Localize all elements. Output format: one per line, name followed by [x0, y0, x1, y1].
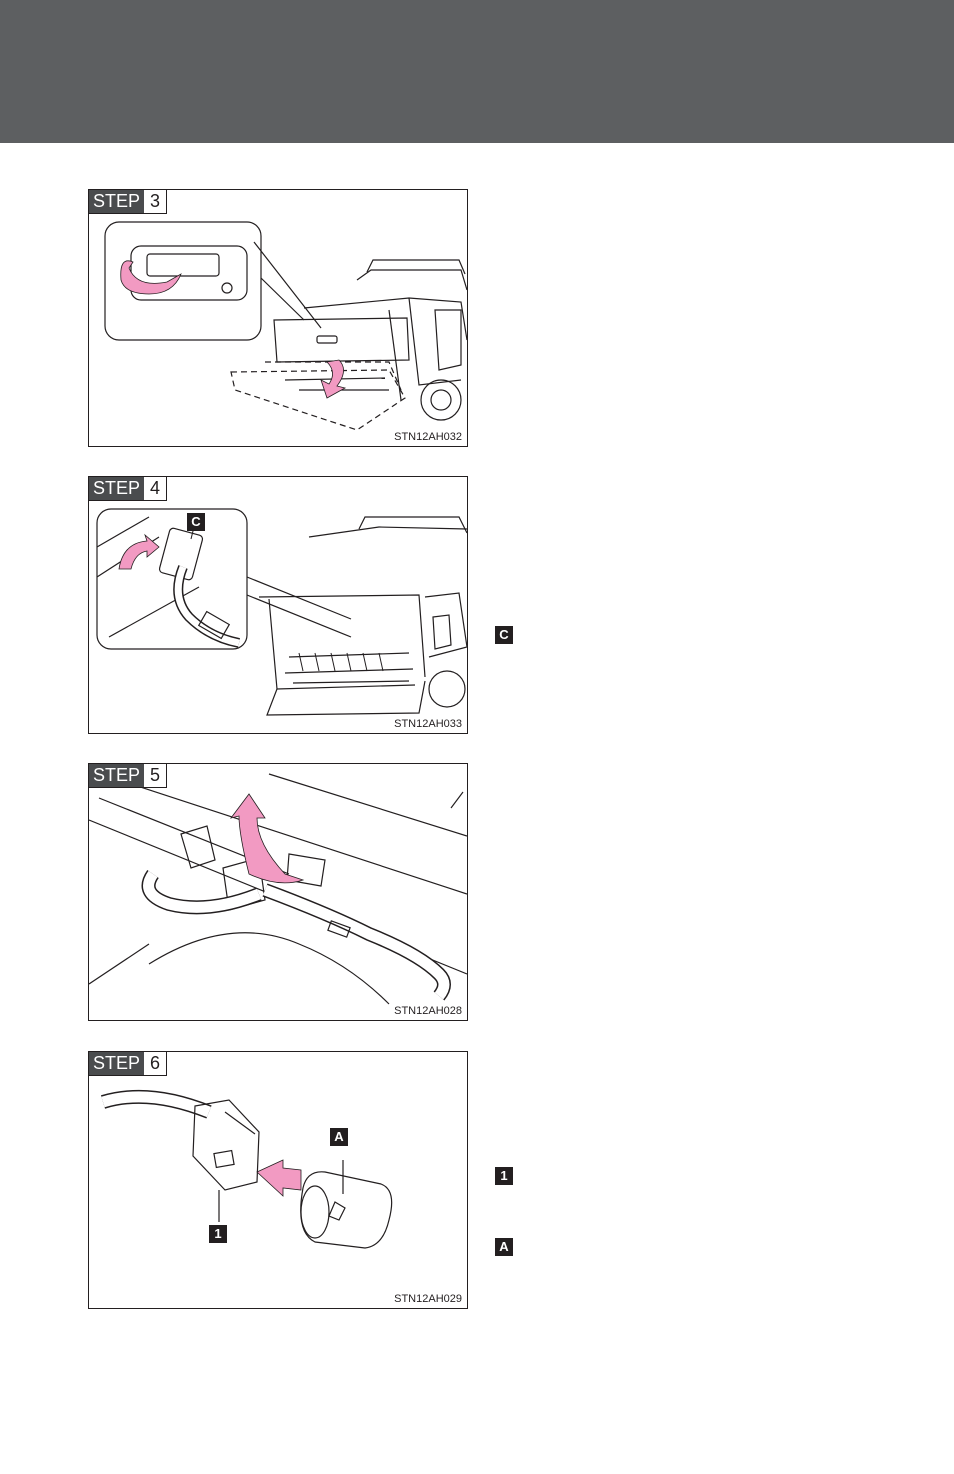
connector-cover-illustration	[96, 508, 467, 716]
step-3-tag: STEP 3	[89, 190, 168, 214]
callout-c: C	[187, 513, 205, 531]
step-6-tag: STEP 6	[89, 1052, 168, 1076]
step-4-tag: STEP 4	[89, 477, 168, 501]
harness-pull-illustration	[89, 773, 467, 1005]
side-marker-a: A	[495, 1238, 513, 1256]
step-number: 6	[150, 1053, 161, 1073]
step-number: 4	[150, 478, 161, 498]
step-5-tag: STEP 5	[89, 764, 168, 788]
step-4-figure: STEP 4	[88, 476, 468, 734]
step-label: STEP	[89, 1052, 145, 1075]
step-5-figure: STEP 5 STN12AH028	[88, 763, 468, 1021]
step-number: 5	[150, 765, 161, 785]
side-marker-c: C	[495, 626, 513, 644]
step-number: 3	[150, 191, 161, 211]
connector-attach-illustration	[100, 1089, 393, 1249]
callout-a: A	[330, 1128, 348, 1146]
callout-1: 1	[209, 1225, 227, 1243]
figure-code: STN12AH028	[394, 1005, 462, 1017]
figure-code: STN12AH032	[394, 431, 462, 443]
step-label: STEP	[89, 190, 145, 213]
step-3-figure: STEP 3	[88, 189, 468, 447]
figure-code: STN12AH033	[394, 718, 462, 730]
step-label: STEP	[89, 764, 145, 787]
figure-code: STN12AH029	[394, 1293, 462, 1305]
page-header-bar	[0, 0, 954, 143]
tailgate-open-illustration	[104, 221, 467, 431]
step-label: STEP	[89, 477, 145, 500]
side-marker-1: 1	[495, 1167, 513, 1185]
step-6-figure: STEP 6 A 1 STN12AH029	[88, 1051, 468, 1309]
